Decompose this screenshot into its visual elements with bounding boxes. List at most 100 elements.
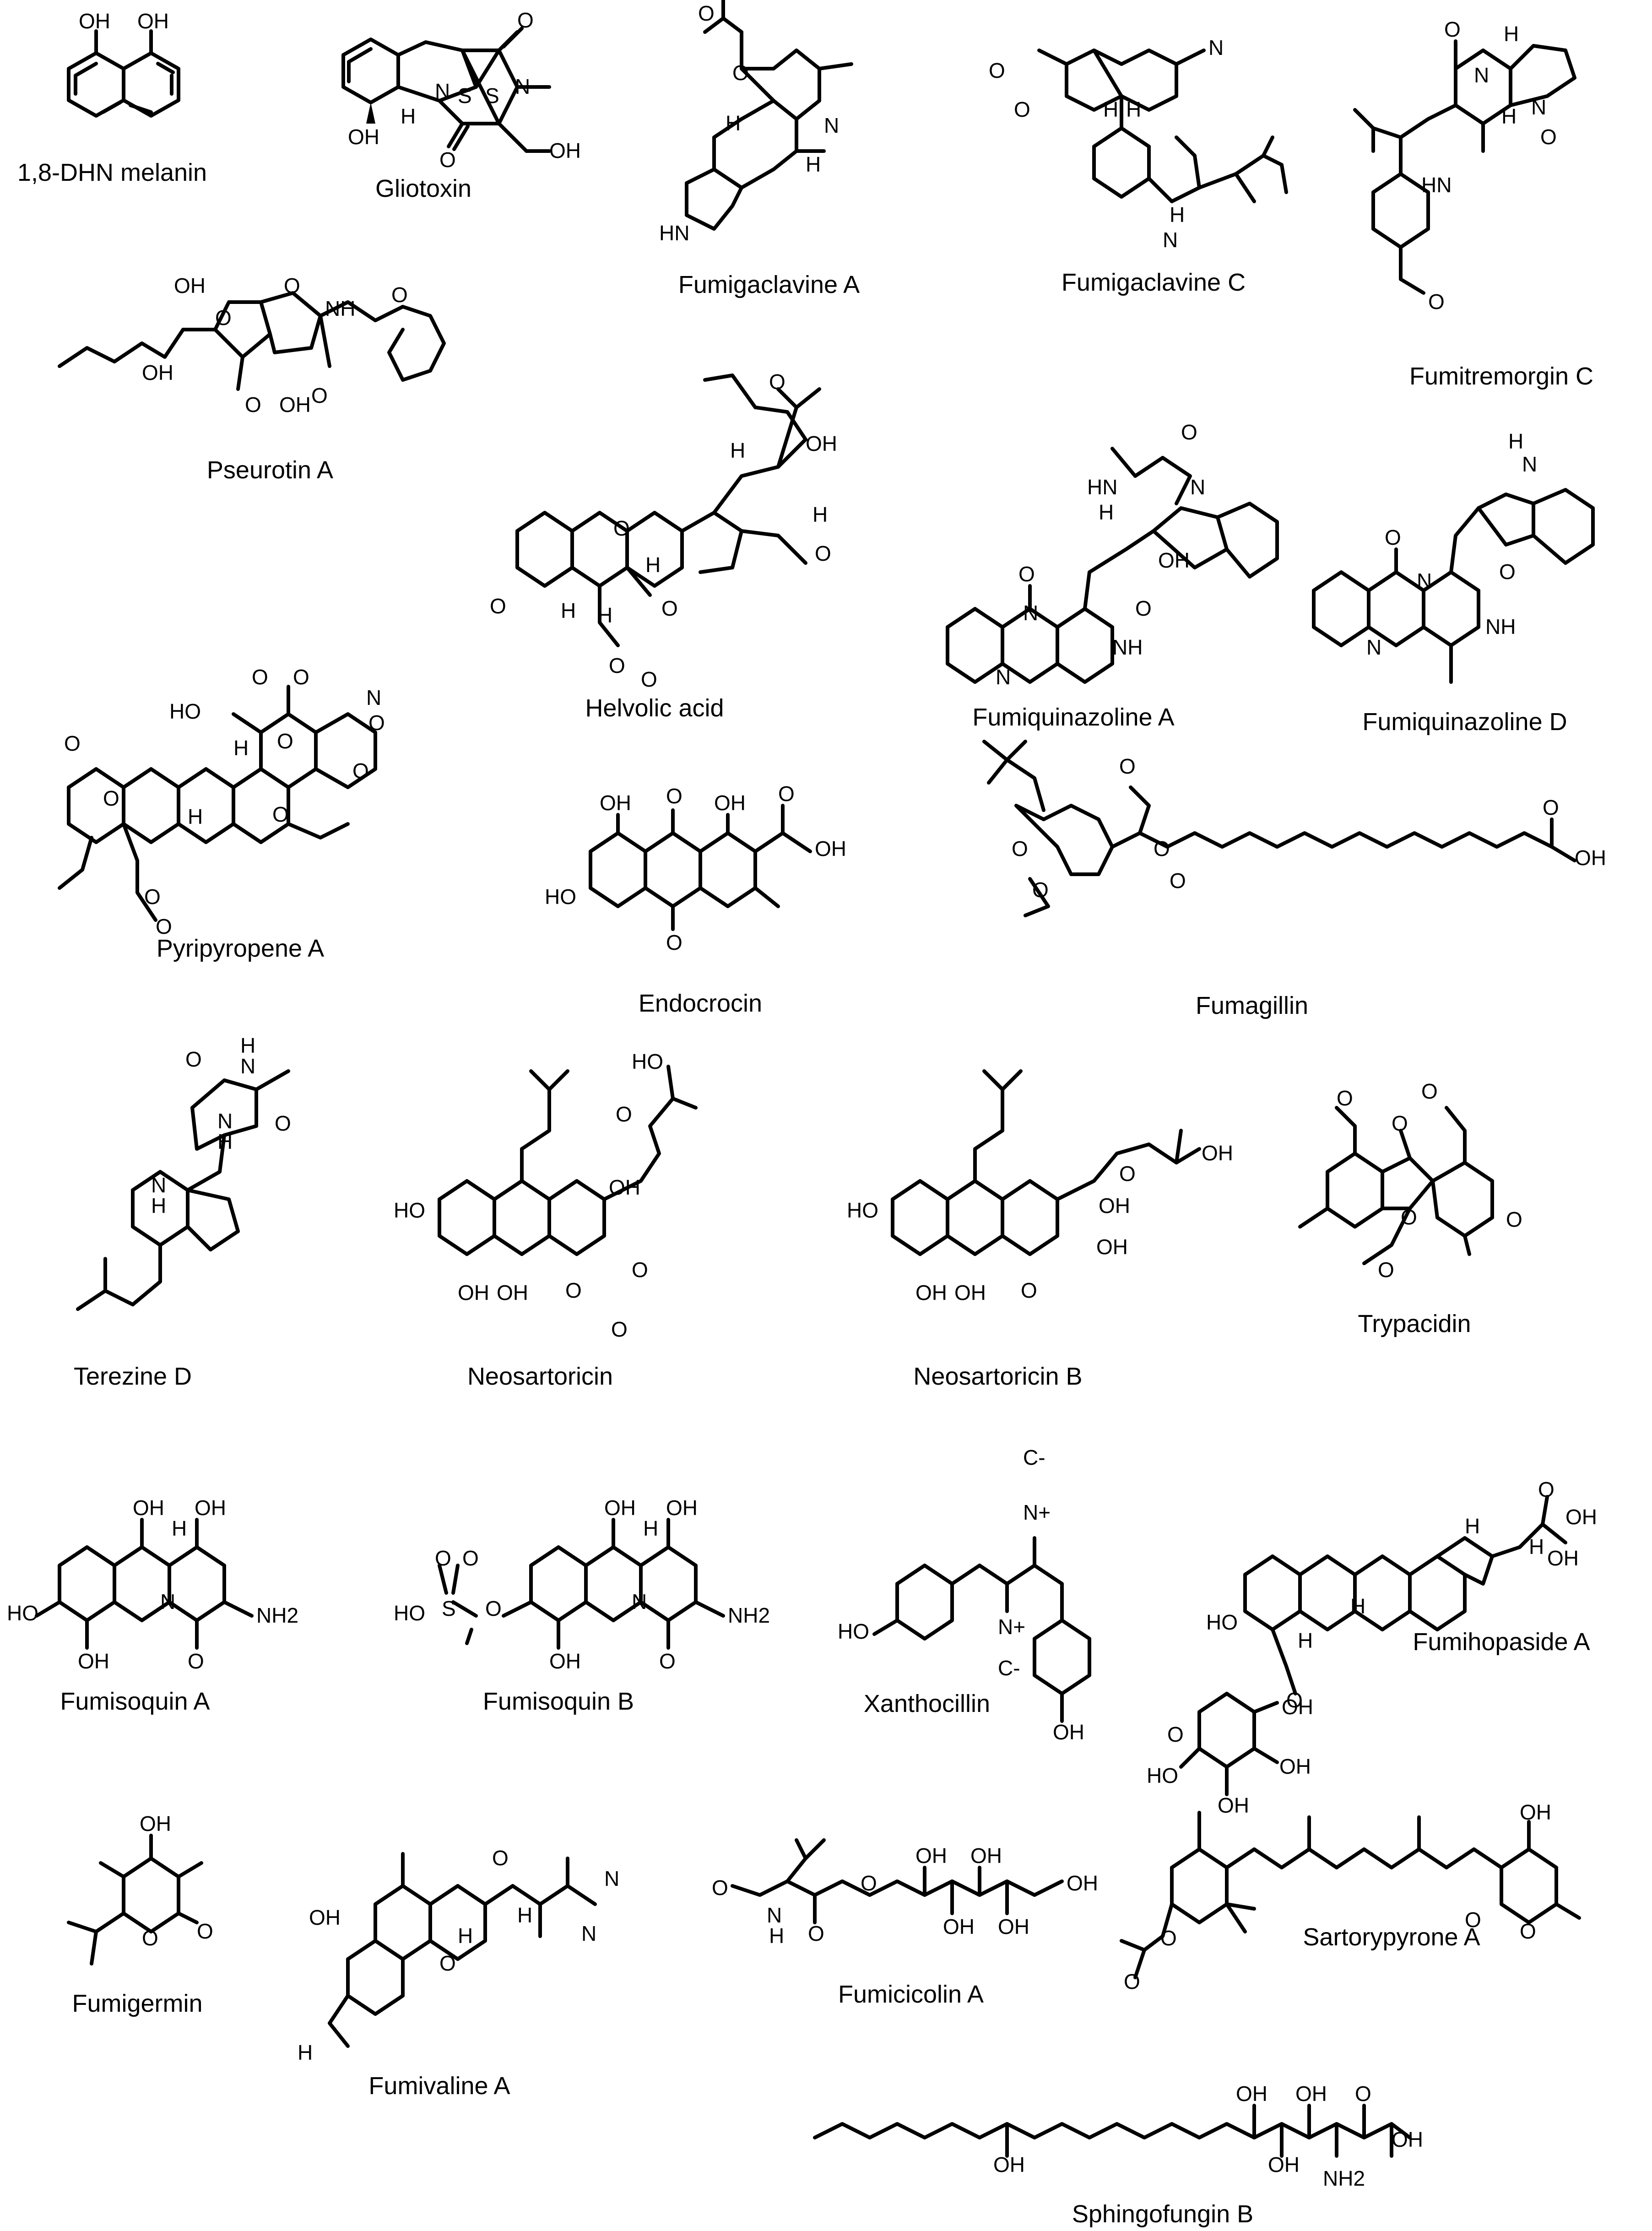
compound-name: Fumitremorgin C — [1409, 363, 1593, 390]
compound-trypacidin: O O O O O O Trypacidin — [1298, 1079, 1522, 1338]
atom-label: O — [142, 1926, 158, 1950]
atom-label: NH2 — [728, 1603, 770, 1627]
atom-label: O — [1543, 796, 1559, 819]
atom-label: H — [458, 1924, 473, 1948]
atom-label: O — [1506, 1208, 1522, 1231]
atom-label: H — [1501, 104, 1517, 128]
atom-label: NH — [325, 297, 355, 320]
atom-label: HN — [1421, 173, 1452, 197]
compound-name: Fumisoquin B — [483, 1688, 634, 1715]
atom-label: HO — [1206, 1610, 1238, 1634]
compound-fumisoquin-b: OH H OH O O HO S O N OH O NH2 Fumisoquin… — [394, 1496, 770, 1715]
stereo-wedge — [366, 103, 375, 124]
atom-label: OH — [915, 1844, 947, 1868]
compound-sartorypyrone-a: OH O O O O Sartorypyrone A — [1120, 1800, 1581, 1993]
atom-label: O — [439, 148, 456, 172]
atom-label: H — [233, 736, 249, 760]
atom-label: OH — [993, 2153, 1025, 2177]
compound-name: Neosartoricin — [467, 1363, 613, 1390]
atom-label: O — [144, 885, 161, 909]
compound-fumisoquin-a: OH H OH HO N OH O NH2 Fumisoquin A — [7, 1496, 298, 1715]
atom-label: N — [160, 1590, 175, 1614]
atom-label: OH — [1053, 1720, 1084, 1744]
atom-label: OH — [954, 1281, 986, 1305]
atom-label: O — [215, 306, 232, 330]
skeleton — [1179, 1495, 1567, 1796]
atom-label: O — [368, 711, 385, 735]
atom-label: OH — [309, 1906, 341, 1929]
atom-label: O — [861, 1871, 877, 1895]
atom-label: S — [442, 1597, 456, 1620]
compound-name: Pyripyropene A — [157, 935, 324, 962]
atom-label: OH — [497, 1281, 528, 1305]
atom-label: O — [613, 516, 630, 540]
atom-label: OH — [815, 837, 846, 861]
compound-fumagillin: O O O O O O OH Fumagillin — [982, 740, 1606, 1019]
atom-label: O — [1170, 869, 1186, 893]
compound-neosartoricin-b: O OH HO OH OH OH OH O Neosartoricin B — [847, 1069, 1233, 1390]
atom-label: O — [490, 594, 506, 618]
atom-label: H — [769, 1924, 784, 1948]
atom-label: O — [989, 59, 1005, 82]
skeleton — [35, 1518, 254, 1650]
atom-label: N — [1474, 63, 1489, 87]
atom-label: O — [391, 283, 408, 307]
atom-label: HO — [169, 699, 201, 723]
atom-label: N — [1522, 452, 1537, 476]
atom-label: H — [597, 603, 612, 627]
compound-name: Fumagillin — [1196, 992, 1308, 1019]
atom-label: O — [1014, 97, 1030, 121]
compound-name: Fumicicolin A — [838, 1981, 984, 2008]
skeleton — [813, 2104, 1412, 2158]
atom-label: NH2 — [1323, 2166, 1365, 2190]
atom-label: OH — [133, 1496, 164, 1520]
atom-label: HO — [545, 885, 576, 909]
atom-label: O — [485, 1597, 502, 1620]
atom-label: HN — [1087, 475, 1117, 499]
atom-label: OH — [1236, 2082, 1267, 2106]
atom-label: OH — [1279, 1754, 1311, 1778]
compound-name: Fumigermin — [72, 1990, 202, 2017]
atom-label: O — [1286, 1688, 1303, 1712]
atom-label: OH — [137, 9, 169, 33]
compound-name: Helvolic acid — [585, 694, 724, 722]
atom-label: OH — [174, 274, 206, 298]
atom-label: OH — [1099, 1194, 1130, 1218]
compound-fumitremorgin-c: O H N N H O HN O Fumitremorgin C — [1353, 17, 1593, 390]
atom-label: S — [485, 84, 499, 108]
atom-label: OH — [1520, 1800, 1551, 1824]
compound-endocrocin: OH O OH O OH HO O Endocrocin — [545, 782, 846, 1017]
atom-label: OH — [806, 432, 837, 455]
atom-label: O — [732, 61, 749, 85]
atom-label: N — [632, 1590, 647, 1614]
atom-label: OH — [195, 1496, 226, 1520]
atom-label: C- — [998, 1656, 1020, 1680]
atom-label: OH — [549, 139, 581, 162]
atom-label: HN — [659, 221, 689, 245]
atom-label: O — [1378, 1258, 1394, 1282]
skeleton — [1298, 1106, 1494, 1265]
atom-label: OH — [714, 791, 746, 815]
atom-label: O — [1520, 1919, 1536, 1943]
atom-label: O — [156, 915, 172, 938]
atom-label: OH — [1202, 1141, 1233, 1165]
atom-label: HO — [838, 1619, 869, 1643]
atom-label: N — [366, 686, 381, 709]
atom-label: N+ — [1023, 1500, 1051, 1524]
skeleton — [982, 740, 1576, 917]
skeleton — [438, 1065, 698, 1256]
atom-label: OH — [1096, 1235, 1128, 1259]
compound-fumivaline-a: O H N OH H N O H Fumivaline A — [298, 1846, 619, 2100]
atom-label: OH — [666, 1496, 698, 1520]
atom-label: OH — [1547, 1546, 1579, 1570]
atom-label: OH — [549, 1649, 581, 1673]
skeleton — [76, 1069, 290, 1311]
atom-label: O — [1428, 290, 1445, 314]
compound-terezine-d: O H N N H O N H Terezine D — [74, 1034, 291, 1390]
atom-label: N — [824, 114, 839, 137]
atom-label: N — [435, 79, 450, 103]
compound-fumihopaside-a: H O OH H OH HO H H O O OH HO OH OH Fumih… — [1147, 1478, 1597, 1817]
atom-label: O — [1119, 754, 1136, 778]
atom-label: O — [1385, 525, 1401, 549]
atom-label: O — [616, 1102, 632, 1126]
